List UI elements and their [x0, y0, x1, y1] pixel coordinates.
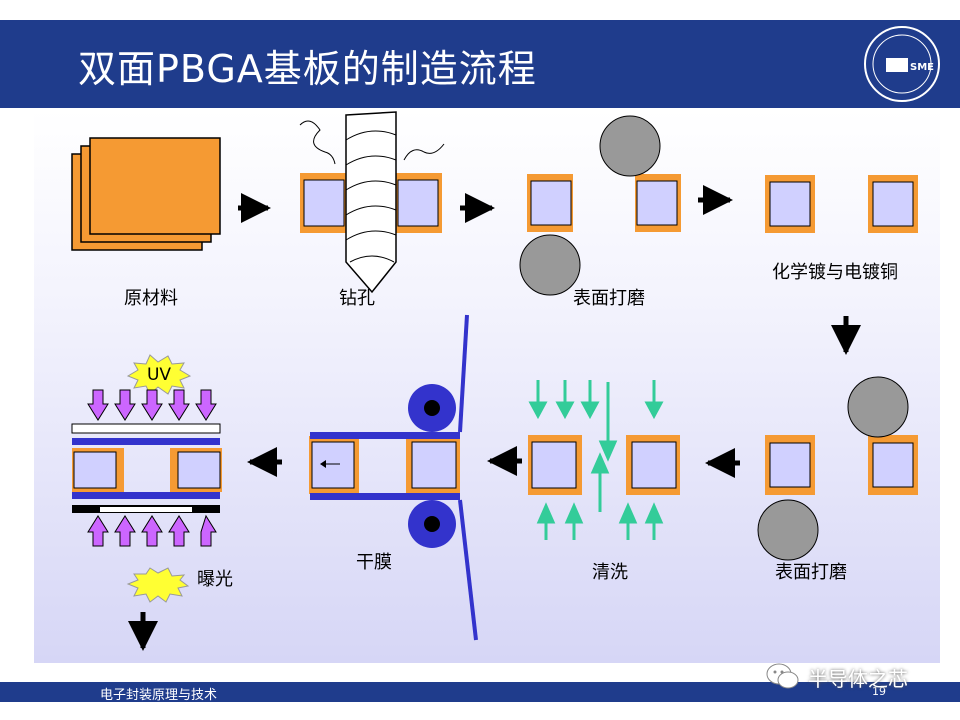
watermark-text: 半导体之芯 — [808, 666, 908, 691]
dry-film-illustration — [309, 314, 478, 641]
step-label-plating: 化学镀与电镀铜 — [772, 262, 898, 283]
surface-grinding-2 — [757, 376, 918, 561]
step-label-exposure: 曝光 — [197, 569, 233, 590]
title-bar — [0, 20, 960, 108]
logo-text: SME — [910, 62, 934, 73]
footer-course-title: 电子封装原理与技术 — [100, 688, 218, 703]
step-label-surface-grinding-2: 表面打磨 — [775, 562, 847, 583]
exposure-illustration — [71, 354, 222, 603]
uv-label: UV — [147, 365, 171, 385]
raw-material-stack — [71, 137, 221, 251]
surface-grinding-1 — [519, 115, 681, 296]
university-logo: SME — [864, 26, 940, 102]
drilling-illustration — [299, 111, 445, 294]
watermark: 半导体之芯 — [766, 662, 908, 692]
step-label-dry-film: 干膜 — [356, 552, 392, 573]
step-label-drilling: 钻孔 — [339, 288, 375, 309]
cleaning-illustration — [528, 380, 680, 540]
page-number: 19 — [872, 685, 886, 698]
slide-title: 双面PBGA基板的制造流程 — [78, 47, 537, 91]
step-label-surface-grinding: 表面打磨 — [573, 288, 645, 309]
step-label-raw-material: 原材料 — [124, 288, 178, 309]
footer-bar — [0, 682, 960, 702]
wechat-icon — [766, 663, 799, 689]
step-label-cleaning: 清洗 — [592, 562, 628, 583]
copper-plating-illustration — [765, 175, 918, 233]
